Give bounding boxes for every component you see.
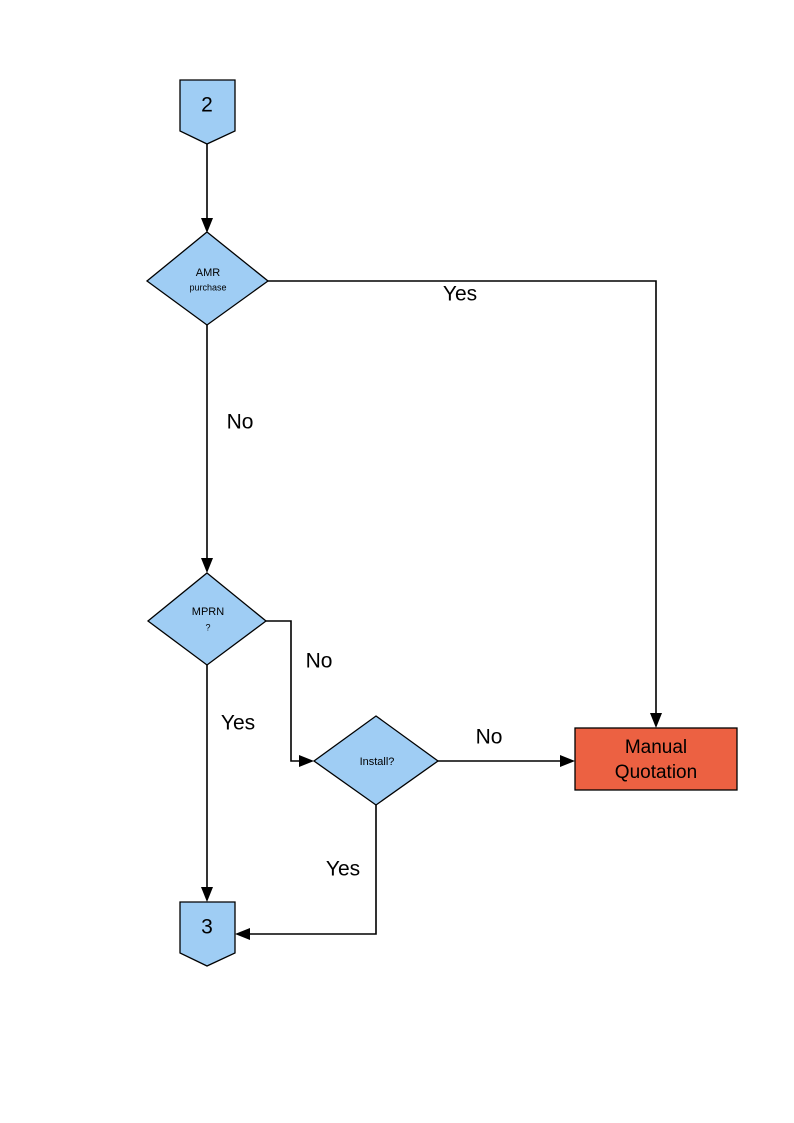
edge-label-install-yes: Yes bbox=[326, 858, 360, 881]
node-decision-install[interactable]: Install? bbox=[312, 715, 440, 806]
edge-start-to-amr bbox=[201, 144, 213, 233]
diamond-shape bbox=[146, 572, 268, 666]
edge-install-yes bbox=[235, 805, 377, 940]
arrowhead-icon bbox=[201, 887, 213, 902]
edge-label-mprn-no: No bbox=[306, 650, 333, 673]
node-decision-amr[interactable]: AMR purchase bbox=[145, 231, 270, 326]
decision-install-label: Install? bbox=[360, 756, 395, 768]
decision-mprn-label-line2: ? bbox=[205, 622, 210, 632]
edge-label-amr-yes: Yes bbox=[443, 283, 477, 306]
edge-label-amr-no: No bbox=[227, 411, 254, 434]
decision-mprn-label-line1: MPRN bbox=[192, 606, 224, 618]
edge-amr-no bbox=[201, 325, 213, 573]
arrowhead-icon bbox=[201, 218, 213, 233]
edge-mprn-yes bbox=[201, 665, 213, 902]
node-connector-end[interactable]: 3 bbox=[179, 901, 236, 967]
connector-start-label: 2 bbox=[201, 94, 213, 117]
arrowhead-icon bbox=[201, 558, 213, 573]
edge-install-no bbox=[438, 755, 575, 767]
process-rectangle-shape bbox=[574, 727, 738, 791]
process-label-line2: Quotation bbox=[615, 762, 697, 783]
pentagon-connector-shape bbox=[179, 79, 236, 145]
node-connector-start[interactable]: 2 bbox=[179, 79, 236, 145]
diamond-shape bbox=[312, 715, 440, 806]
process-label-line1: Manual bbox=[625, 737, 687, 758]
node-process-manual-quotation[interactable]: Manual Quotation bbox=[574, 727, 738, 791]
arrowhead-icon bbox=[560, 755, 575, 767]
edge-mprn-no bbox=[266, 620, 314, 767]
diamond-shape bbox=[145, 231, 270, 326]
connector-end-label: 3 bbox=[201, 916, 213, 939]
arrowhead-icon bbox=[650, 713, 662, 728]
edge-label-install-no: No bbox=[476, 726, 503, 749]
arrowhead-icon bbox=[235, 928, 250, 940]
node-decision-mprn[interactable]: MPRN ? bbox=[146, 572, 268, 666]
edge-amr-yes bbox=[268, 280, 662, 728]
arrowhead-icon bbox=[299, 755, 314, 767]
pentagon-connector-shape bbox=[179, 901, 236, 967]
decision-amr-label-line2: purchase bbox=[189, 282, 226, 292]
edge-label-mprn-yes: Yes bbox=[221, 712, 255, 735]
decision-amr-label-line1: AMR bbox=[196, 267, 221, 279]
